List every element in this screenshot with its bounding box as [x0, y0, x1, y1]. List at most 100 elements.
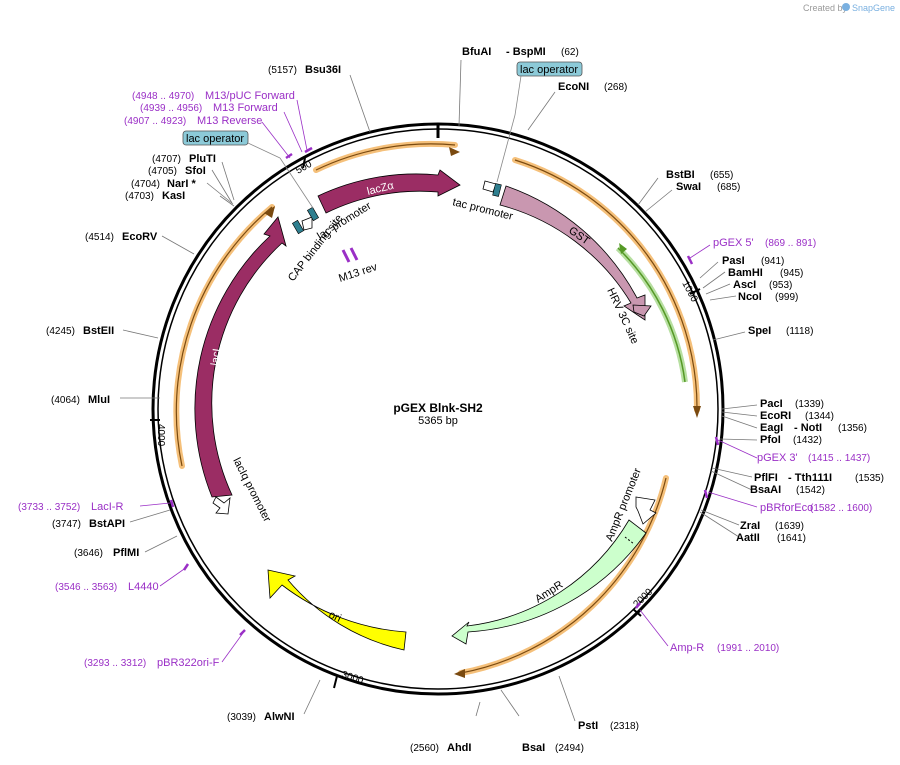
site-name-bfuai[interactable]: BfuAI [462, 46, 491, 58]
tick-500 [302, 157, 306, 169]
lac-operator-badge-top[interactable] [516, 61, 583, 77]
primer-name-m13puc[interactable]: M13/pUC Forward [205, 90, 295, 102]
site-name-bspmi[interactable]: - BspMI [506, 46, 546, 58]
site-name-pflfi[interactable]: PflFI [754, 472, 778, 484]
site-pos-bspmi: (62) [561, 47, 579, 58]
site-pos-pflmi: (3646) [74, 548, 103, 559]
site-name-bsu36i[interactable]: Bsu36I [305, 64, 341, 76]
site-name-bsaai[interactable]: BsaAI [750, 484, 781, 496]
primer-name-laci-r[interactable]: LacI-R [91, 501, 123, 513]
lac-operator-badges: lac operator lac operator [182, 61, 583, 209]
plasmid-title-block: pGEX Blnk-SH2 5365 bp [393, 401, 483, 427]
site-pos-nari: (4704) [131, 179, 160, 190]
site-name-paci[interactable]: PacI [760, 398, 783, 410]
site-name-pluti[interactable]: PluTI [189, 153, 216, 165]
credit: Created by SnapGene [803, 3, 895, 13]
primer-pos-pgex3: (1415 .. 1437) [808, 453, 870, 464]
site-name-ncoi[interactable]: NcoI [738, 291, 762, 303]
site-pos-spei: (1118) [786, 326, 813, 337]
primer-pos-pbr322ori: (3293 .. 3312) [84, 658, 146, 669]
site-name-asci[interactable]: AscI [733, 279, 756, 291]
site-pos-sfoi: (4705) [148, 166, 177, 177]
site-name-psti[interactable]: PstI [578, 720, 598, 732]
site-name-spei[interactable]: SpeI [748, 325, 771, 337]
lacI-label: lacI [209, 348, 223, 367]
site-pos-zrai: (1639) [775, 521, 804, 532]
cap-site-marker [291, 219, 305, 235]
lacIq-promoter-feature[interactable] [212, 496, 231, 515]
site-pos-asci: (953) [769, 280, 792, 291]
credit-text: Created by [803, 3, 848, 13]
site-pos-psti: (2318) [610, 721, 639, 732]
primer-name-l4440[interactable]: L4440 [128, 581, 159, 593]
site-pos-bstbi: (655) [710, 170, 733, 181]
primer-pos-pgex5: (869 .. 891) [765, 238, 816, 249]
site-pos-paci: (1339) [795, 399, 824, 410]
primer-leaders [139, 99, 758, 663]
tick-2000 [632, 608, 642, 617]
primer-pos-m13puc: (4948 .. 4970) [132, 91, 194, 102]
primer-name-ampr[interactable]: Amp-R [670, 642, 704, 654]
site-name-eagi[interactable]: EagI [760, 422, 783, 434]
site-name-bstapi[interactable]: BstAPI [89, 518, 125, 530]
site-name-kasi[interactable]: KasI [162, 190, 185, 202]
site-name-ecori[interactable]: EcoRI [760, 410, 791, 422]
primer-name-pbrforeco[interactable]: pBRforEco [760, 502, 813, 514]
site-pos-aatii: (1641) [777, 533, 806, 544]
site-pos-pluti: (4707) [152, 154, 181, 165]
site-name-bsai[interactable]: BsaI [522, 742, 545, 754]
site-name-sfoi[interactable]: SfoI [185, 165, 206, 177]
site-name-bsteii[interactable]: BstEII [83, 325, 114, 337]
site-name-bamhi[interactable]: BamHI [728, 267, 763, 279]
tac-promoter-feature[interactable] [482, 180, 497, 193]
orf-arcs [173, 140, 701, 678]
ampr-feature[interactable] [451, 519, 647, 645]
site-name-aatii[interactable]: AatII [736, 532, 760, 544]
site-name-ahdi[interactable]: AhdI [447, 742, 471, 754]
site-pos-pasi: (941) [761, 256, 784, 267]
site-name-pflmi[interactable]: PflMI [113, 547, 139, 559]
primer-name-pgex5[interactable]: pGEX 5' [713, 237, 754, 249]
gst-feature[interactable] [499, 185, 646, 321]
primer-pos-ampr: (1991 .. 2010) [717, 643, 779, 654]
site-name-noti[interactable]: - NotI [794, 422, 822, 434]
site-pos-bsaai: (1542) [796, 485, 825, 496]
primer-name-pgex3[interactable]: pGEX 3' [757, 452, 798, 464]
primer-name-m13f[interactable]: M13 Forward [213, 102, 278, 114]
site-name-zrai[interactable]: ZraI [740, 520, 760, 532]
ori-feature[interactable] [267, 569, 407, 651]
site-name-tth111i[interactable]: - Tth111I [788, 472, 832, 484]
restriction-sites: (5157) Bsu36I BfuAI - BspMI (62) EcoNI (… [46, 46, 884, 754]
site-pos-ecorv: (4514) [85, 232, 114, 243]
site-name-pfoi[interactable]: PfoI [760, 434, 781, 446]
orf-arc-top [313, 140, 460, 173]
site-pos-swai: (685) [717, 182, 740, 193]
primer-pos-l4440: (3546 .. 3563) [55, 582, 117, 593]
primer-name-m13r[interactable]: M13 Reverse [197, 115, 262, 127]
hrv-feature[interactable] [632, 304, 652, 317]
lacI-feature[interactable] [194, 216, 287, 498]
lacZa-feature[interactable] [317, 169, 461, 214]
ampr-promoter-feature[interactable] [635, 496, 657, 525]
site-name-bstbi[interactable]: BstBI [666, 169, 695, 181]
m13rev-label: M13 rev [337, 261, 379, 285]
site-name-pasi[interactable]: PasI [722, 255, 745, 267]
primer-pos-m13r: (4907 .. 4923) [124, 116, 186, 127]
site-name-alwni[interactable]: AlwNI [264, 711, 295, 723]
site-name-ecorv[interactable]: EcoRV [122, 231, 158, 243]
tick-label-3000: 3000 [340, 669, 365, 686]
site-pos-pfoi: (1432) [793, 435, 822, 446]
site-name-swai[interactable]: SwaI [676, 181, 701, 193]
site-pos-bstapi: (3747) [52, 519, 81, 530]
lac-operator-badge-left[interactable] [182, 130, 249, 146]
site-leaders [120, 59, 758, 722]
lac-promoter-feature[interactable] [301, 216, 313, 231]
site-name-nari[interactable]: NarI * [167, 178, 196, 190]
primer-pos-pbrforeco: (1582 .. 1600) [810, 503, 872, 514]
site-name-mlui[interactable]: MluI [88, 394, 110, 406]
site-pos-bamhi: (945) [780, 268, 803, 279]
primer-name-pbr322ori[interactable]: pBR322ori-F [157, 657, 220, 669]
tick-3000 [333, 675, 338, 689]
site-pos-ecori: (1344) [805, 411, 834, 422]
site-name-econi[interactable]: EcoNI [558, 81, 589, 93]
